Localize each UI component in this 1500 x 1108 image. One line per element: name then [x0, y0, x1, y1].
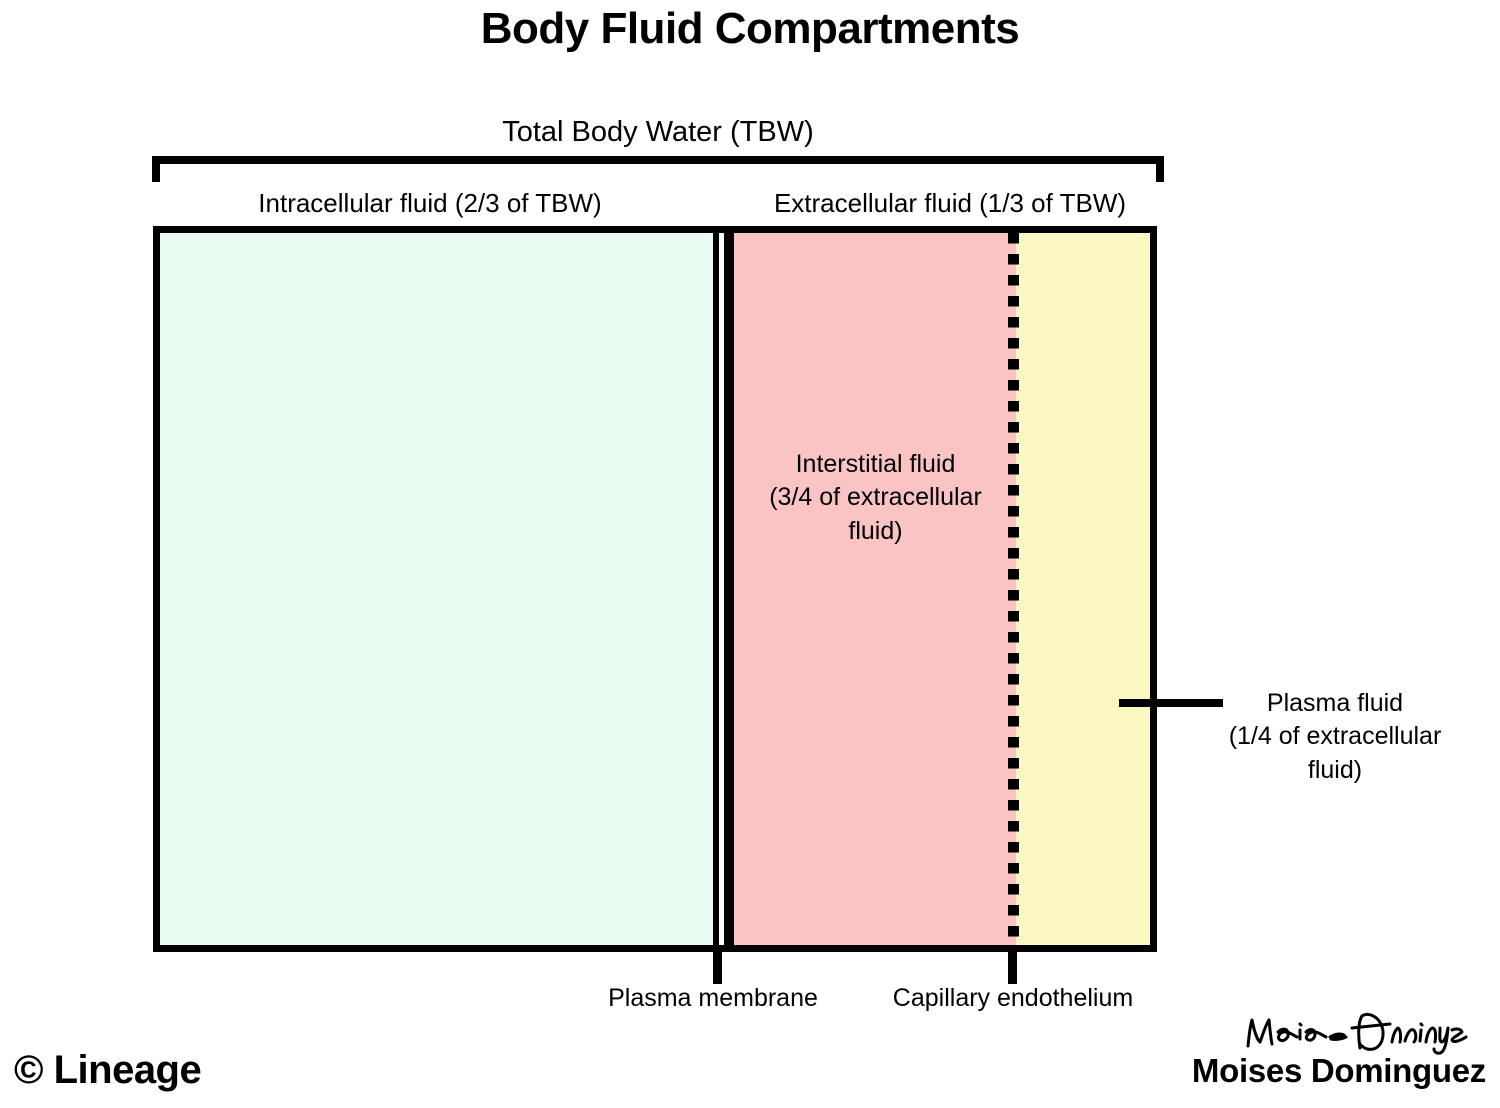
plasma-fluid-label-line2: (1/4 of extracellular [1228, 722, 1442, 751]
interstitial-fluid-region [734, 233, 1016, 945]
extracellular-fluid-caption: Extracellular fluid (1/3 of TBW) [773, 188, 1127, 218]
plasma-membrane-boundary [713, 233, 734, 945]
total-body-water-label: Total Body Water (TBW) [502, 116, 814, 148]
author-name: Moises Dominguez [1191, 1052, 1486, 1089]
plasma-fluid-leader-line [1119, 699, 1223, 707]
plasma-membrane-leader-tick [713, 950, 722, 984]
plasma-fluid-label-line1: Plasma fluid [1266, 689, 1404, 717]
capillary-endothelium-label: Capillary endothelium [892, 984, 1134, 1012]
plasma-fluid-label: Plasma fluid (1/4 of extracellular fluid… [1185, 687, 1485, 787]
plasma-fluid-label-line3: fluid) [1307, 755, 1363, 784]
total-body-water-bracket [152, 156, 1164, 182]
capillary-endothelium-leader-tick [1008, 950, 1017, 984]
body-fluid-compartment-box: Interstitial fluid (3/4 of extracellular… [153, 226, 1157, 952]
plasma-fluid-region [1016, 233, 1150, 945]
interstitial-fluid-label-line2: (3/4 of extracellular [769, 483, 982, 512]
interstitial-fluid-label-line3: fluid) [848, 516, 903, 545]
interstitial-fluid-label-line1: Interstitial fluid [795, 450, 956, 478]
capillary-endothelium-boundary [1008, 233, 1019, 945]
intracellular-fluid-region [160, 233, 713, 945]
page-title: Body Fluid Compartments [480, 4, 1020, 53]
intracellular-fluid-caption: Intracellular fluid (2/3 of TBW) [258, 188, 602, 218]
copyright-notice: © Lineage [14, 1048, 202, 1092]
plasma-membrane-label: Plasma membrane [608, 984, 818, 1012]
interstitial-fluid-label: Interstitial fluid (3/4 of extracellular… [738, 448, 1013, 548]
handwritten-signature-icon [1246, 1012, 1468, 1055]
